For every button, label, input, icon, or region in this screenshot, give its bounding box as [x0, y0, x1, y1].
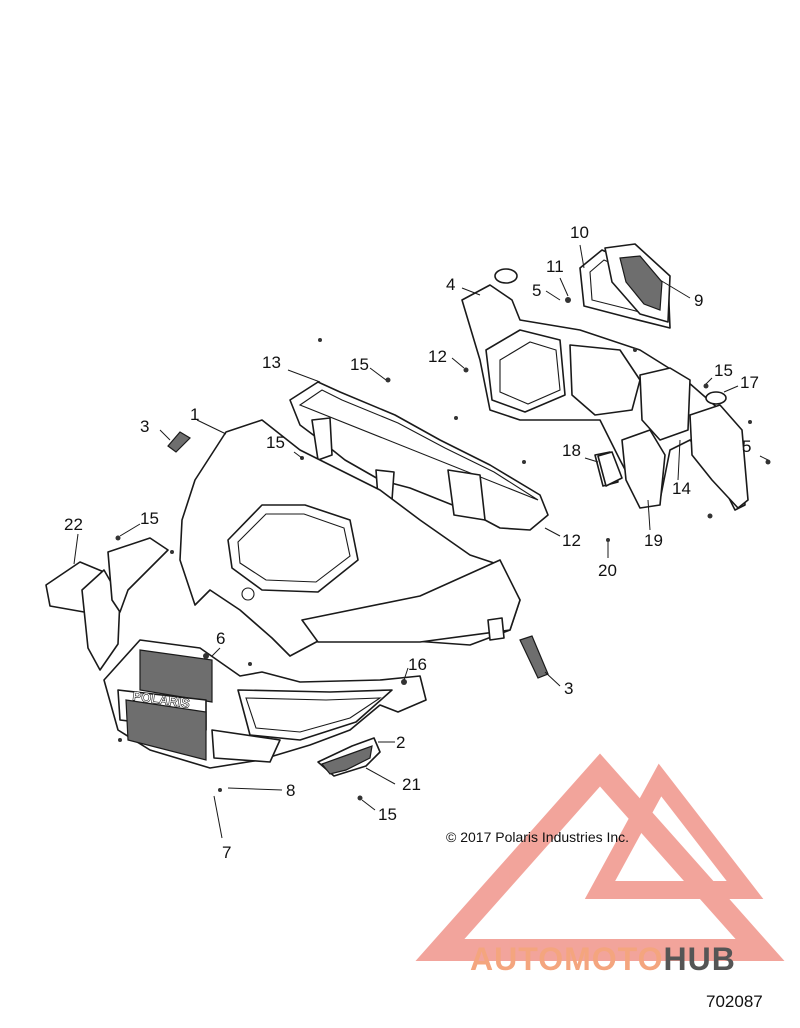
part-latch-left: [167, 431, 191, 453]
watermark-part1: AUTOMOTO: [470, 941, 664, 977]
part-left-bracket: [45, 537, 169, 671]
callout-18: 18: [562, 441, 581, 460]
part-front-crossmember: [289, 381, 549, 531]
part-skid-plate: [317, 737, 381, 777]
part-18-insert: [597, 451, 623, 487]
callout-5-right: 5: [742, 437, 751, 456]
callout-2: 2: [396, 733, 405, 752]
callout-12-right: 12: [562, 531, 581, 550]
part-latch-right: [519, 635, 549, 679]
callout-4: 4: [446, 275, 455, 294]
callout-17: 17: [740, 373, 759, 392]
part-rear-insert: [579, 243, 671, 329]
callout-8: 8: [286, 781, 295, 800]
callout-11: 11: [546, 257, 564, 276]
part-hood: [179, 419, 521, 657]
leader-lines: [73, 244, 769, 839]
watermark-logo: [415, 753, 785, 961]
callout-19: 19: [644, 531, 663, 550]
callout-3-right: 3: [564, 679, 573, 698]
callout-3-left: 3: [140, 417, 149, 436]
watermark-part2: HUB: [663, 941, 736, 977]
callout-6: 6: [216, 629, 225, 648]
callout-10: 10: [570, 223, 589, 242]
callout-15-bottom: 15: [378, 805, 397, 824]
fasteners: [115, 297, 771, 801]
callout-16: 16: [408, 655, 427, 674]
callout-22: 22: [64, 515, 83, 534]
callouts: 1 2 3 3 4 5 5 6 7 8 9 10 11 12 12 13 14 …: [64, 223, 759, 862]
callout-15-right: 15: [714, 361, 733, 380]
callout-5-top: 5: [532, 281, 541, 300]
callout-15-hood: 15: [266, 433, 285, 452]
callout-21: 21: [402, 775, 421, 794]
watermark-wordmark: AUTOMOTOHUB: [470, 941, 736, 978]
callout-14: 14: [672, 479, 691, 498]
callout-13: 13: [262, 353, 281, 372]
callout-15-left: 15: [140, 509, 159, 528]
callout-15-top: 15: [350, 355, 369, 374]
callout-20: 20: [598, 561, 617, 580]
diagram-id: 702087: [706, 992, 763, 1011]
callout-12-top: 12: [428, 347, 447, 366]
callout-7: 7: [222, 843, 231, 862]
part-rear-fender: [461, 268, 749, 511]
callout-1: 1: [190, 405, 199, 424]
callout-9: 9: [694, 291, 703, 310]
part-front-bumper: [103, 639, 427, 769]
copyright-notice: © 2017 Polaris Industries Inc.: [446, 829, 630, 845]
